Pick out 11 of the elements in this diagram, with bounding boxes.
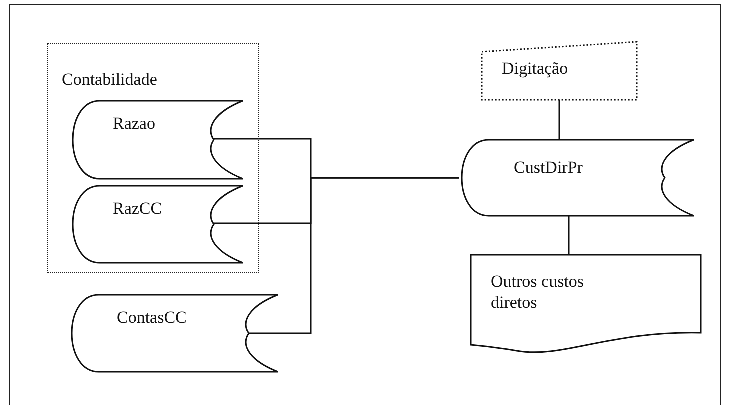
node-label: Outros custos diretos [491,271,586,314]
node-label: CustDirPr [514,157,583,178]
connector-line [558,100,560,140]
node-label: Contabilidade [62,69,158,90]
connector-line [249,177,459,334]
connector-line [568,216,570,255]
group-box [47,43,259,273]
node-label: RazCC [113,198,162,220]
node-label: Digitação [502,58,568,80]
node-label: ContasCC [117,307,187,328]
node-label: Razao [113,113,156,134]
